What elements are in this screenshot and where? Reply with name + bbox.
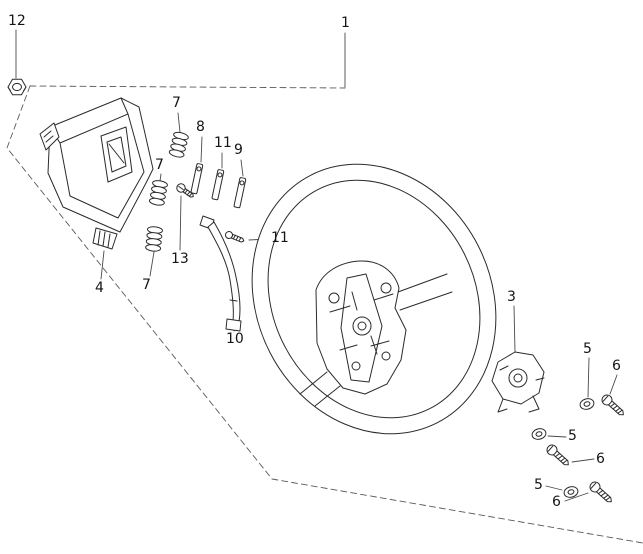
steering-wheel-hub: [299, 260, 453, 407]
contact-strip-part-10: [199, 215, 242, 332]
spring-part-7-lower: [144, 225, 164, 253]
washer-part-5-top: [578, 396, 596, 412]
spring-part-7-upper: [168, 130, 190, 159]
callout-6-bottom: 6: [552, 494, 561, 510]
callout-5-top: 5: [583, 341, 592, 357]
screw-part-6-middle: [544, 442, 573, 469]
screw-part-11-lower: [225, 231, 245, 243]
callout-10: 10: [226, 331, 244, 347]
contact-ring-part-3: [491, 351, 545, 413]
washer-part-5-middle: [530, 426, 548, 442]
callout-5-bottom: 5: [534, 477, 543, 493]
callout-12: 12: [8, 13, 26, 29]
callout-7-middle: 7: [155, 157, 164, 173]
horn-pad-part-4: [39, 97, 154, 250]
callout-13: 13: [171, 251, 189, 267]
callout-6-middle: 6: [596, 451, 605, 467]
callout-3: 3: [507, 289, 516, 305]
contact-plate-part-8: [190, 162, 204, 195]
callout-6-top: 6: [612, 358, 621, 374]
contact-plate-part-11-upper: [211, 168, 225, 201]
callout-4: 4: [95, 280, 104, 296]
callout-7-upper: 7: [172, 95, 181, 111]
screw-part-13: [176, 183, 194, 198]
callout-8: 8: [196, 119, 205, 135]
callout-9: 9: [234, 142, 243, 158]
steering-wheel-part-1: [251, 163, 497, 435]
callout-11-upper: 11: [214, 135, 232, 151]
callout-5-middle: 5: [568, 428, 577, 444]
callout-7-lower: 7: [142, 277, 151, 293]
spring-part-7-middle: [148, 179, 169, 207]
callout-11-lower: 11: [271, 230, 289, 246]
screw-part-6-top: [599, 392, 628, 419]
contact-plate-part-9: [233, 176, 247, 209]
nut-part-12: [7, 78, 27, 96]
callout-1: 1: [341, 15, 350, 31]
screw-part-6-bottom: [587, 479, 616, 506]
kit-boundary-dashes: [6, 85, 643, 544]
